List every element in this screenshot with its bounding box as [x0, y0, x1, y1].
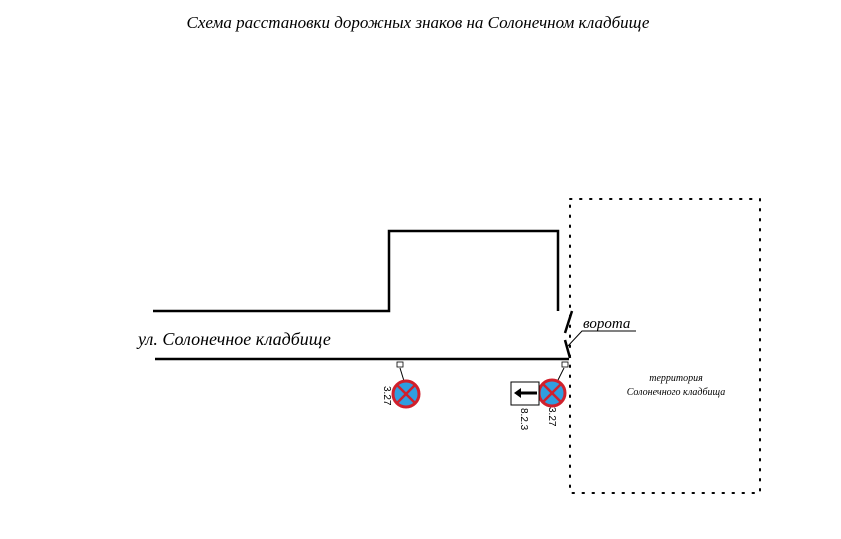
- plate-code: 8.2.3: [518, 408, 529, 431]
- street-label: ул. Солонечное кладбище: [136, 329, 331, 349]
- territory-label-line1: территория: [649, 373, 703, 384]
- territory-label-line2: Солонечного кладбища: [627, 387, 726, 398]
- pointer-line: [557, 367, 565, 381]
- gate-label: ворота: [583, 316, 630, 332]
- plate-8-2-3: 8.2.3: [510, 381, 540, 431]
- gate-leaf-upper: [563, 310, 574, 334]
- road-upper-edge: [153, 229, 560, 313]
- sign-post-icon: [396, 361, 404, 368]
- sign-code: 3.27: [381, 386, 392, 406]
- no-stopping-icon: [391, 379, 421, 409]
- no-stopping-icon: [537, 378, 567, 408]
- page-title: Схема расстановки дорожных знаков на Сол…: [187, 13, 650, 32]
- pointer-line: [399, 367, 405, 382]
- sign-3-27-right: 3.27: [537, 361, 569, 427]
- gate-leader-line: [566, 330, 636, 348]
- sign-3-27-left: 3.27: [381, 361, 421, 409]
- sign-code: 3.27: [546, 407, 557, 427]
- arrow-left-icon: [514, 388, 537, 398]
- cemetery-territory: [569, 198, 761, 494]
- sign-post-icon: [561, 361, 569, 368]
